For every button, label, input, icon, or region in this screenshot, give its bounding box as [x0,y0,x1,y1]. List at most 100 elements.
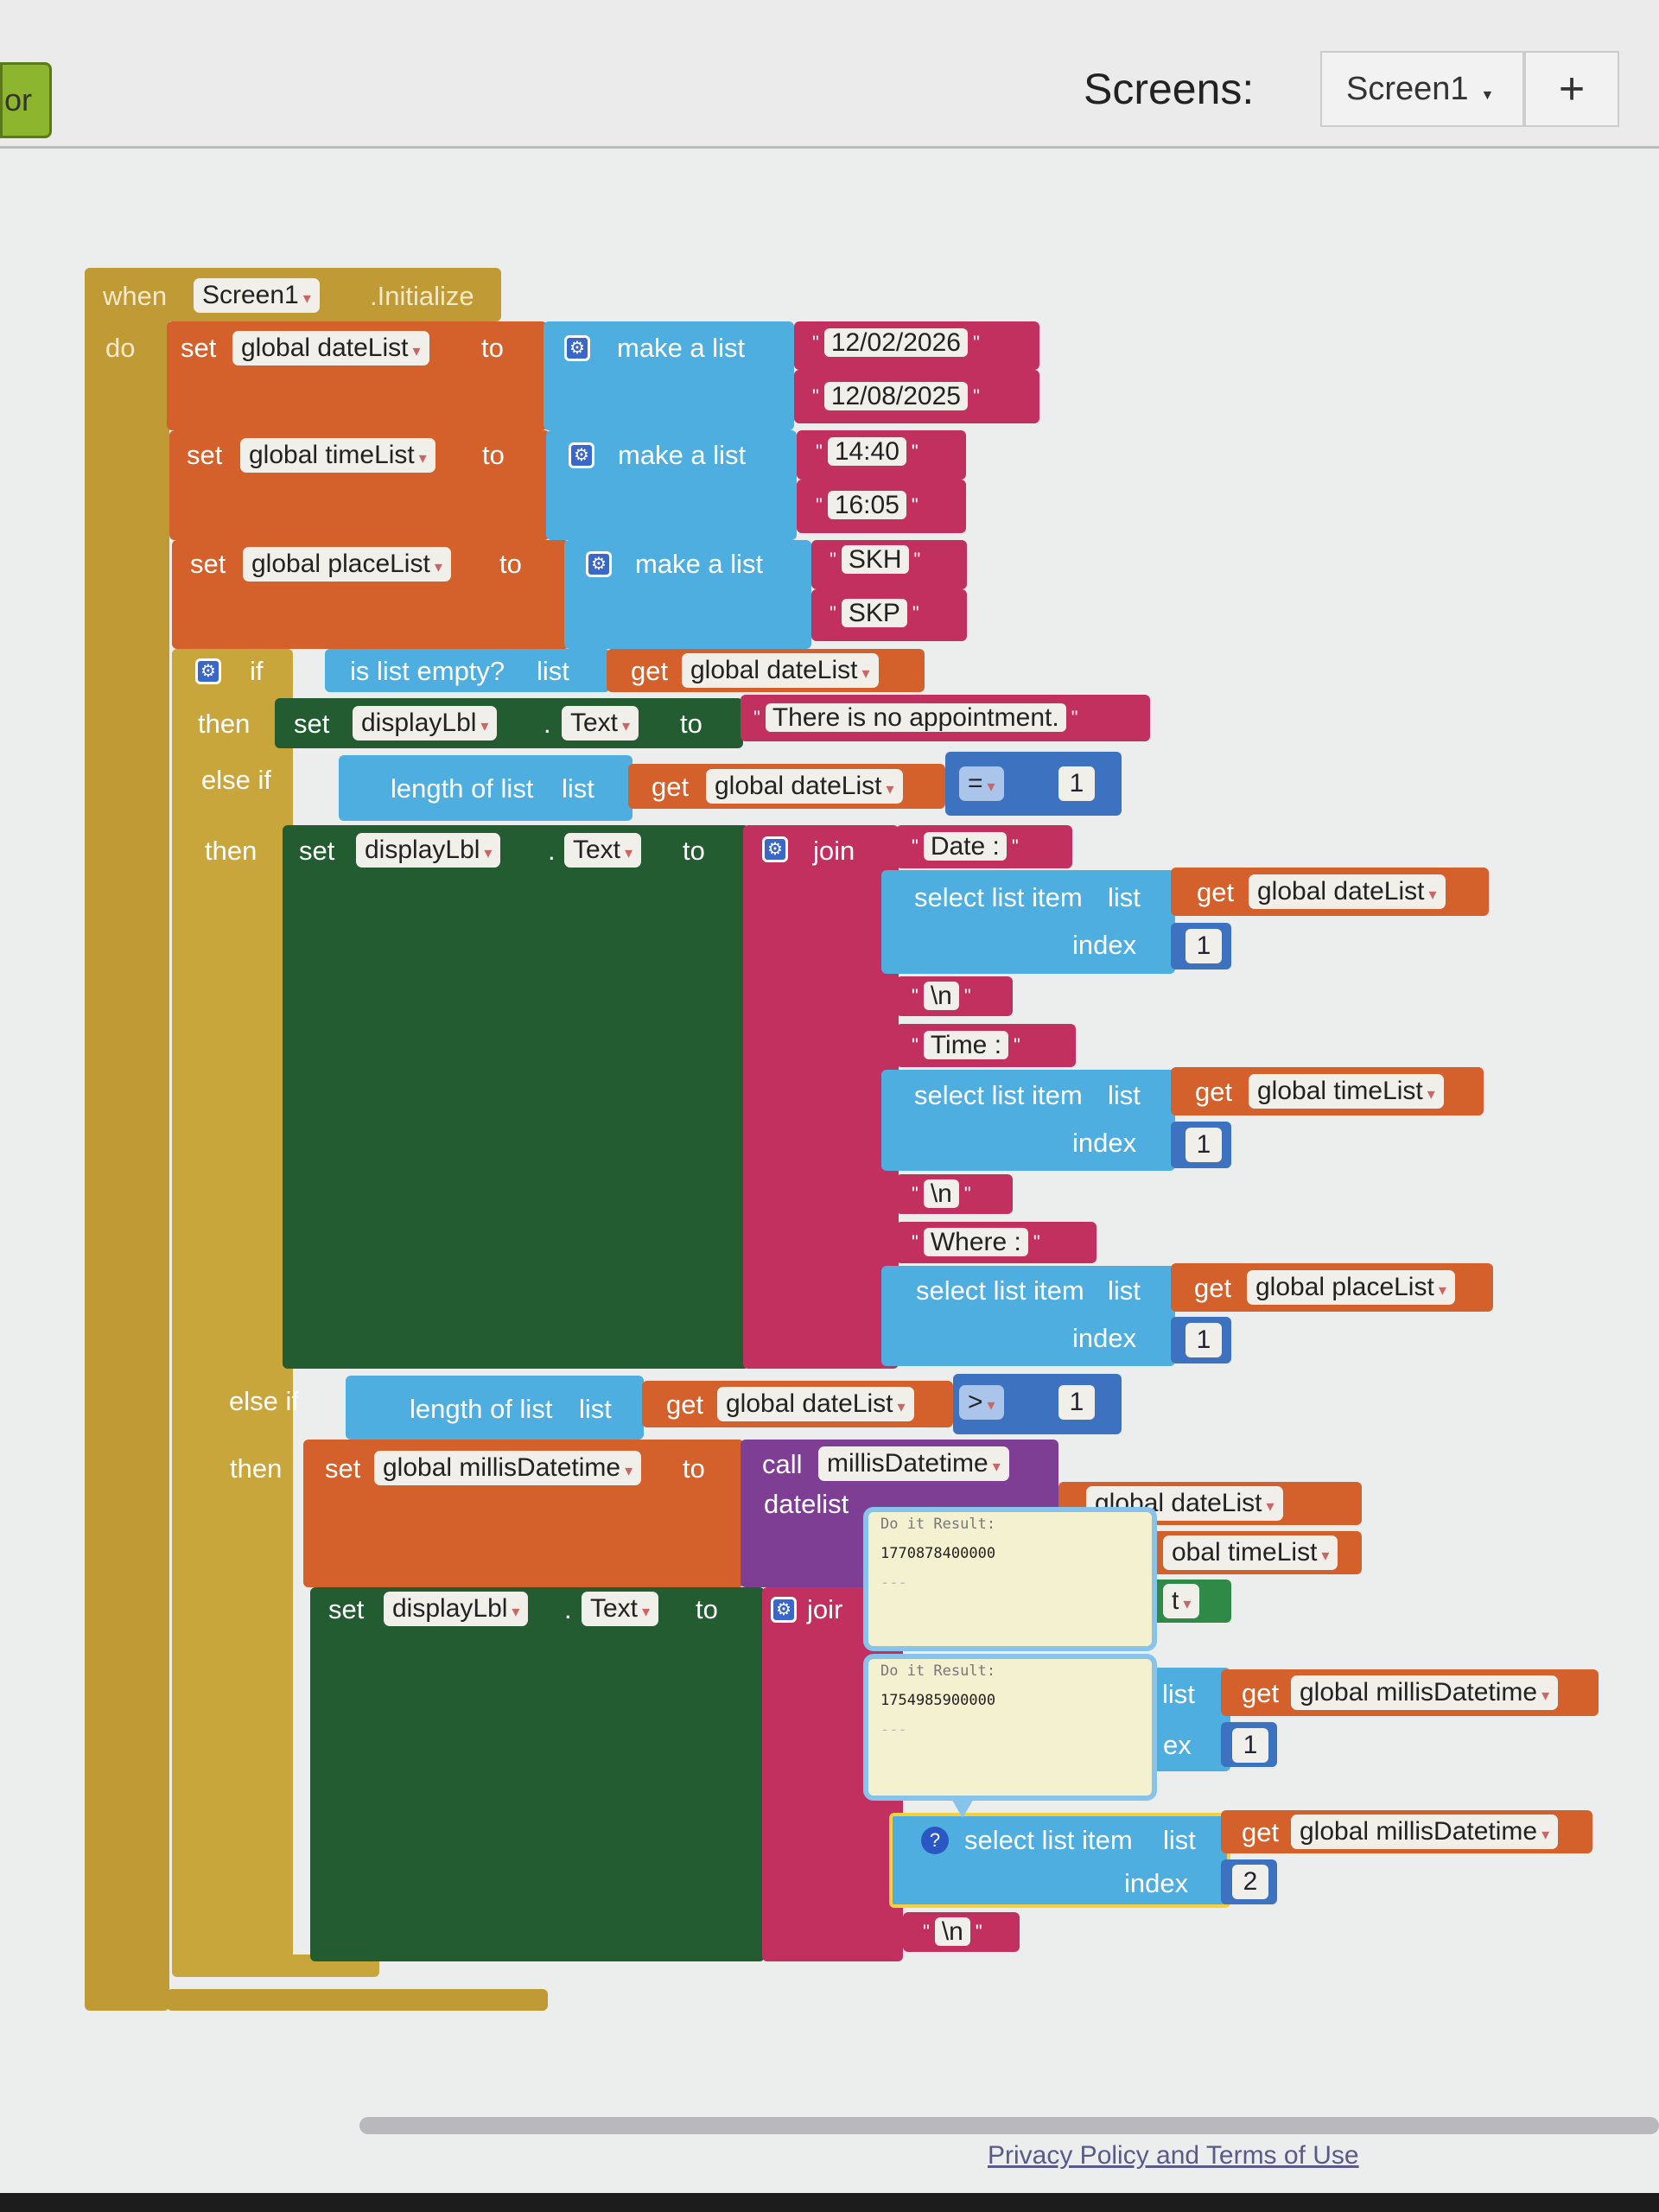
variable-field[interactable]: global millisDatetime [374,1451,642,1485]
screen-select[interactable]: Screen1▼ [1320,51,1524,127]
gear-icon[interactable]: ⚙ [586,551,612,577]
add-screen-button[interactable]: + [1524,51,1619,127]
string-value[interactable]: "Date :" [912,832,1019,861]
string-value[interactable]: "Time :" [912,1031,1020,1059]
number-value[interactable]: 1 [1185,1128,1222,1162]
string-value[interactable]: "SKH" [830,545,921,574]
string-text[interactable]: SKH [841,545,909,574]
horizontal-scrollbar[interactable] [359,2117,1659,2134]
string-value[interactable]: "\n" [912,1179,971,1208]
datelist-arg-label: datelist [764,1489,849,1519]
then-label: then [230,1453,283,1484]
string-value[interactable]: "\n" [923,1917,982,1946]
string-text[interactable]: There is no appointment. [765,703,1066,732]
variable-field[interactable]: global placeList [243,547,451,582]
string-value[interactable]: "Where :" [912,1228,1040,1256]
select-list-item-block[interactable] [881,1266,1175,1366]
to-label: to [696,1594,718,1624]
make-list-label: make a list [618,440,747,470]
string-value[interactable]: "There is no appointment." [753,703,1078,732]
string-text[interactable]: Time : [923,1031,1009,1059]
string-value[interactable]: "12/08/2025" [812,382,980,410]
gear-icon[interactable]: ⚙ [569,442,594,468]
variable-field[interactable]: global dateList [717,1387,914,1421]
index-label: index [1072,1323,1137,1353]
component-field[interactable]: displayLbl [356,833,501,868]
join-block[interactable] [743,825,899,1369]
property-field[interactable]: Text [582,1592,659,1626]
string-text[interactable]: Date : [923,832,1007,861]
text-field[interactable]: t [1163,1584,1200,1618]
select-list-item-block[interactable] [881,870,1175,974]
then-label: then [198,709,251,739]
string-text[interactable]: Where : [923,1228,1028,1256]
get-label: get [1194,1273,1232,1303]
get-label: get [1242,1678,1280,1708]
join-label: joir [807,1594,843,1624]
variable-field[interactable]: global dateList [1086,1486,1283,1521]
select-list-item-label: select list item [914,882,1083,912]
select-list-item-block[interactable] [881,1070,1175,1171]
gear-icon[interactable]: ⚙ [771,1597,797,1623]
to-label: to [481,333,504,363]
variable-field[interactable]: global millisDatetime [1291,1815,1559,1849]
string-value[interactable]: "SKP" [830,599,919,627]
variable-field[interactable]: global timeList [1249,1074,1444,1109]
do-it-result-bubble[interactable]: Do it Result: 1754985900000 --- [863,1654,1157,1801]
variable-field[interactable]: global millisDatetime [1291,1675,1559,1710]
to-label: to [680,709,702,739]
if-block[interactable] [172,649,293,1975]
string-text[interactable]: SKP [841,599,907,627]
variable-field[interactable]: global dateList [706,769,903,804]
variable-field[interactable]: obal timeList [1163,1535,1338,1570]
length-of-list-block[interactable] [339,755,632,821]
procedure-field[interactable]: millisDatetime [818,1446,1009,1481]
then-label: then [205,836,257,866]
privacy-link[interactable]: Privacy Policy and Terms of Use [988,2141,1359,2170]
operator-field[interactable]: > [959,1385,1004,1420]
variable-field[interactable]: global placeList [1247,1270,1455,1305]
component-field[interactable]: displayLbl [353,706,498,741]
property-field[interactable]: Text [564,833,642,868]
property-field[interactable]: Text [562,706,639,741]
variable-field[interactable]: global dateList [1249,874,1446,909]
number-block[interactable]: 1 [1058,766,1095,801]
string-value[interactable]: "12/02/2026" [812,328,980,357]
number-value[interactable]: 1 [1185,929,1222,963]
variable-field[interactable]: global timeList [240,438,435,473]
string-value[interactable]: "14:40" [816,437,918,466]
gear-icon[interactable]: ⚙ [564,335,590,361]
number-value[interactable]: 1 [1185,1323,1222,1357]
component-field[interactable]: Screen1 [194,278,320,313]
set-displaylbl-text-block[interactable] [275,698,743,748]
number-value[interactable]: 2 [1232,1865,1268,1899]
number-block[interactable]: 1 [1058,1385,1095,1420]
gear-icon[interactable]: ⚙ [762,836,788,862]
set-displaylbl-text-block[interactable] [310,1587,765,1961]
string-text[interactable]: 14:40 [827,437,906,466]
set-label: set [190,549,226,579]
length-of-list-block[interactable] [346,1376,644,1440]
designer-button[interactable]: or [0,62,52,138]
screen-select-value: Screen1 [1346,71,1469,107]
select-list-item-block-selected[interactable] [889,1813,1230,1908]
set-displaylbl-text-block[interactable] [283,825,749,1369]
gear-icon[interactable]: ⚙ [195,658,221,684]
variable-field[interactable]: global dateList [682,653,879,688]
string-text[interactable]: \n [923,1179,959,1208]
string-value[interactable]: "16:05" [816,491,918,519]
string-value[interactable]: "\n" [912,982,971,1010]
string-text[interactable]: \n [934,1917,970,1946]
is-list-empty-block[interactable] [325,649,610,692]
component-field[interactable]: displayLbl [384,1592,529,1626]
variable-field[interactable]: global dateList [232,331,429,365]
operator-field[interactable]: = [959,766,1004,801]
string-text[interactable]: 12/08/2025 [823,382,968,410]
help-icon[interactable]: ? [921,1827,949,1854]
string-text[interactable]: 12/02/2026 [823,328,968,357]
string-text[interactable]: \n [923,982,959,1010]
do-it-result-bubble[interactable]: Do it Result: 1770878400000 --- [863,1507,1157,1651]
set-label: set [294,709,330,739]
string-text[interactable]: 16:05 [827,491,906,519]
number-value[interactable]: 1 [1232,1728,1268,1763]
